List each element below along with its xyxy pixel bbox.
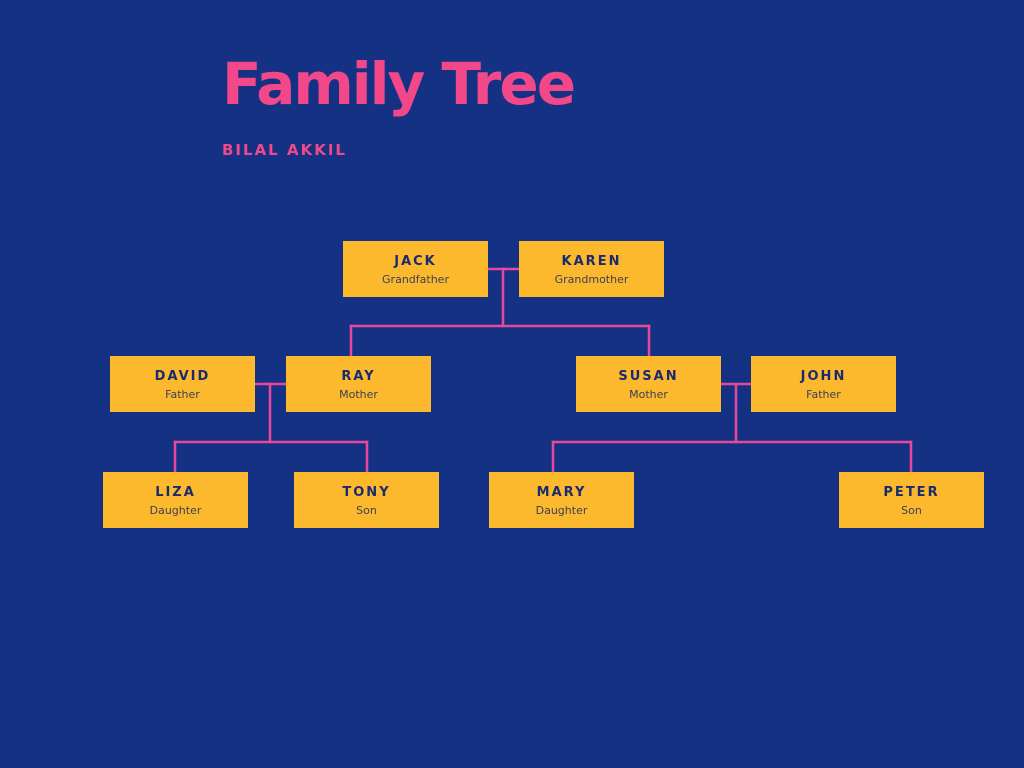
person-name: DAVID xyxy=(154,369,211,384)
person-role: Grandfather xyxy=(382,273,449,286)
person-role: Father xyxy=(165,388,200,401)
person-role: Daughter xyxy=(149,504,202,517)
person-name: KAREN xyxy=(561,254,622,269)
person-role: Son xyxy=(901,504,922,517)
person-node-susan: SUSAN Mother xyxy=(576,356,721,412)
person-name: MARY xyxy=(536,485,587,500)
person-node-ray: RAY Mother xyxy=(286,356,431,412)
person-role: Grandmother xyxy=(554,273,629,286)
person-name: RAY xyxy=(341,369,376,384)
person-role: Son xyxy=(356,504,377,517)
person-role: Mother xyxy=(339,388,378,401)
person-node-tony: TONY Son xyxy=(294,472,439,528)
person-name: JACK xyxy=(394,254,437,269)
person-node-mary: MARY Daughter xyxy=(489,472,634,528)
person-node-peter: PETER Son xyxy=(839,472,984,528)
person-role: Father xyxy=(806,388,841,401)
person-name: TONY xyxy=(342,485,391,500)
person-name: LIZA xyxy=(155,485,196,500)
author-name: BILAL AKKIL xyxy=(222,141,347,159)
person-node-john: JOHN Father xyxy=(751,356,896,412)
person-node-david: DAVID Father xyxy=(110,356,255,412)
person-name: JOHN xyxy=(800,369,847,384)
person-role: Mother xyxy=(629,388,668,401)
page-title: Family Tree xyxy=(222,50,576,118)
person-node-liza: LIZA Daughter xyxy=(103,472,248,528)
person-node-jack: JACK Grandfather xyxy=(343,241,488,297)
person-node-karen: KAREN Grandmother xyxy=(519,241,664,297)
person-name: PETER xyxy=(883,485,940,500)
person-role: Daughter xyxy=(535,504,588,517)
person-name: SUSAN xyxy=(618,369,679,384)
